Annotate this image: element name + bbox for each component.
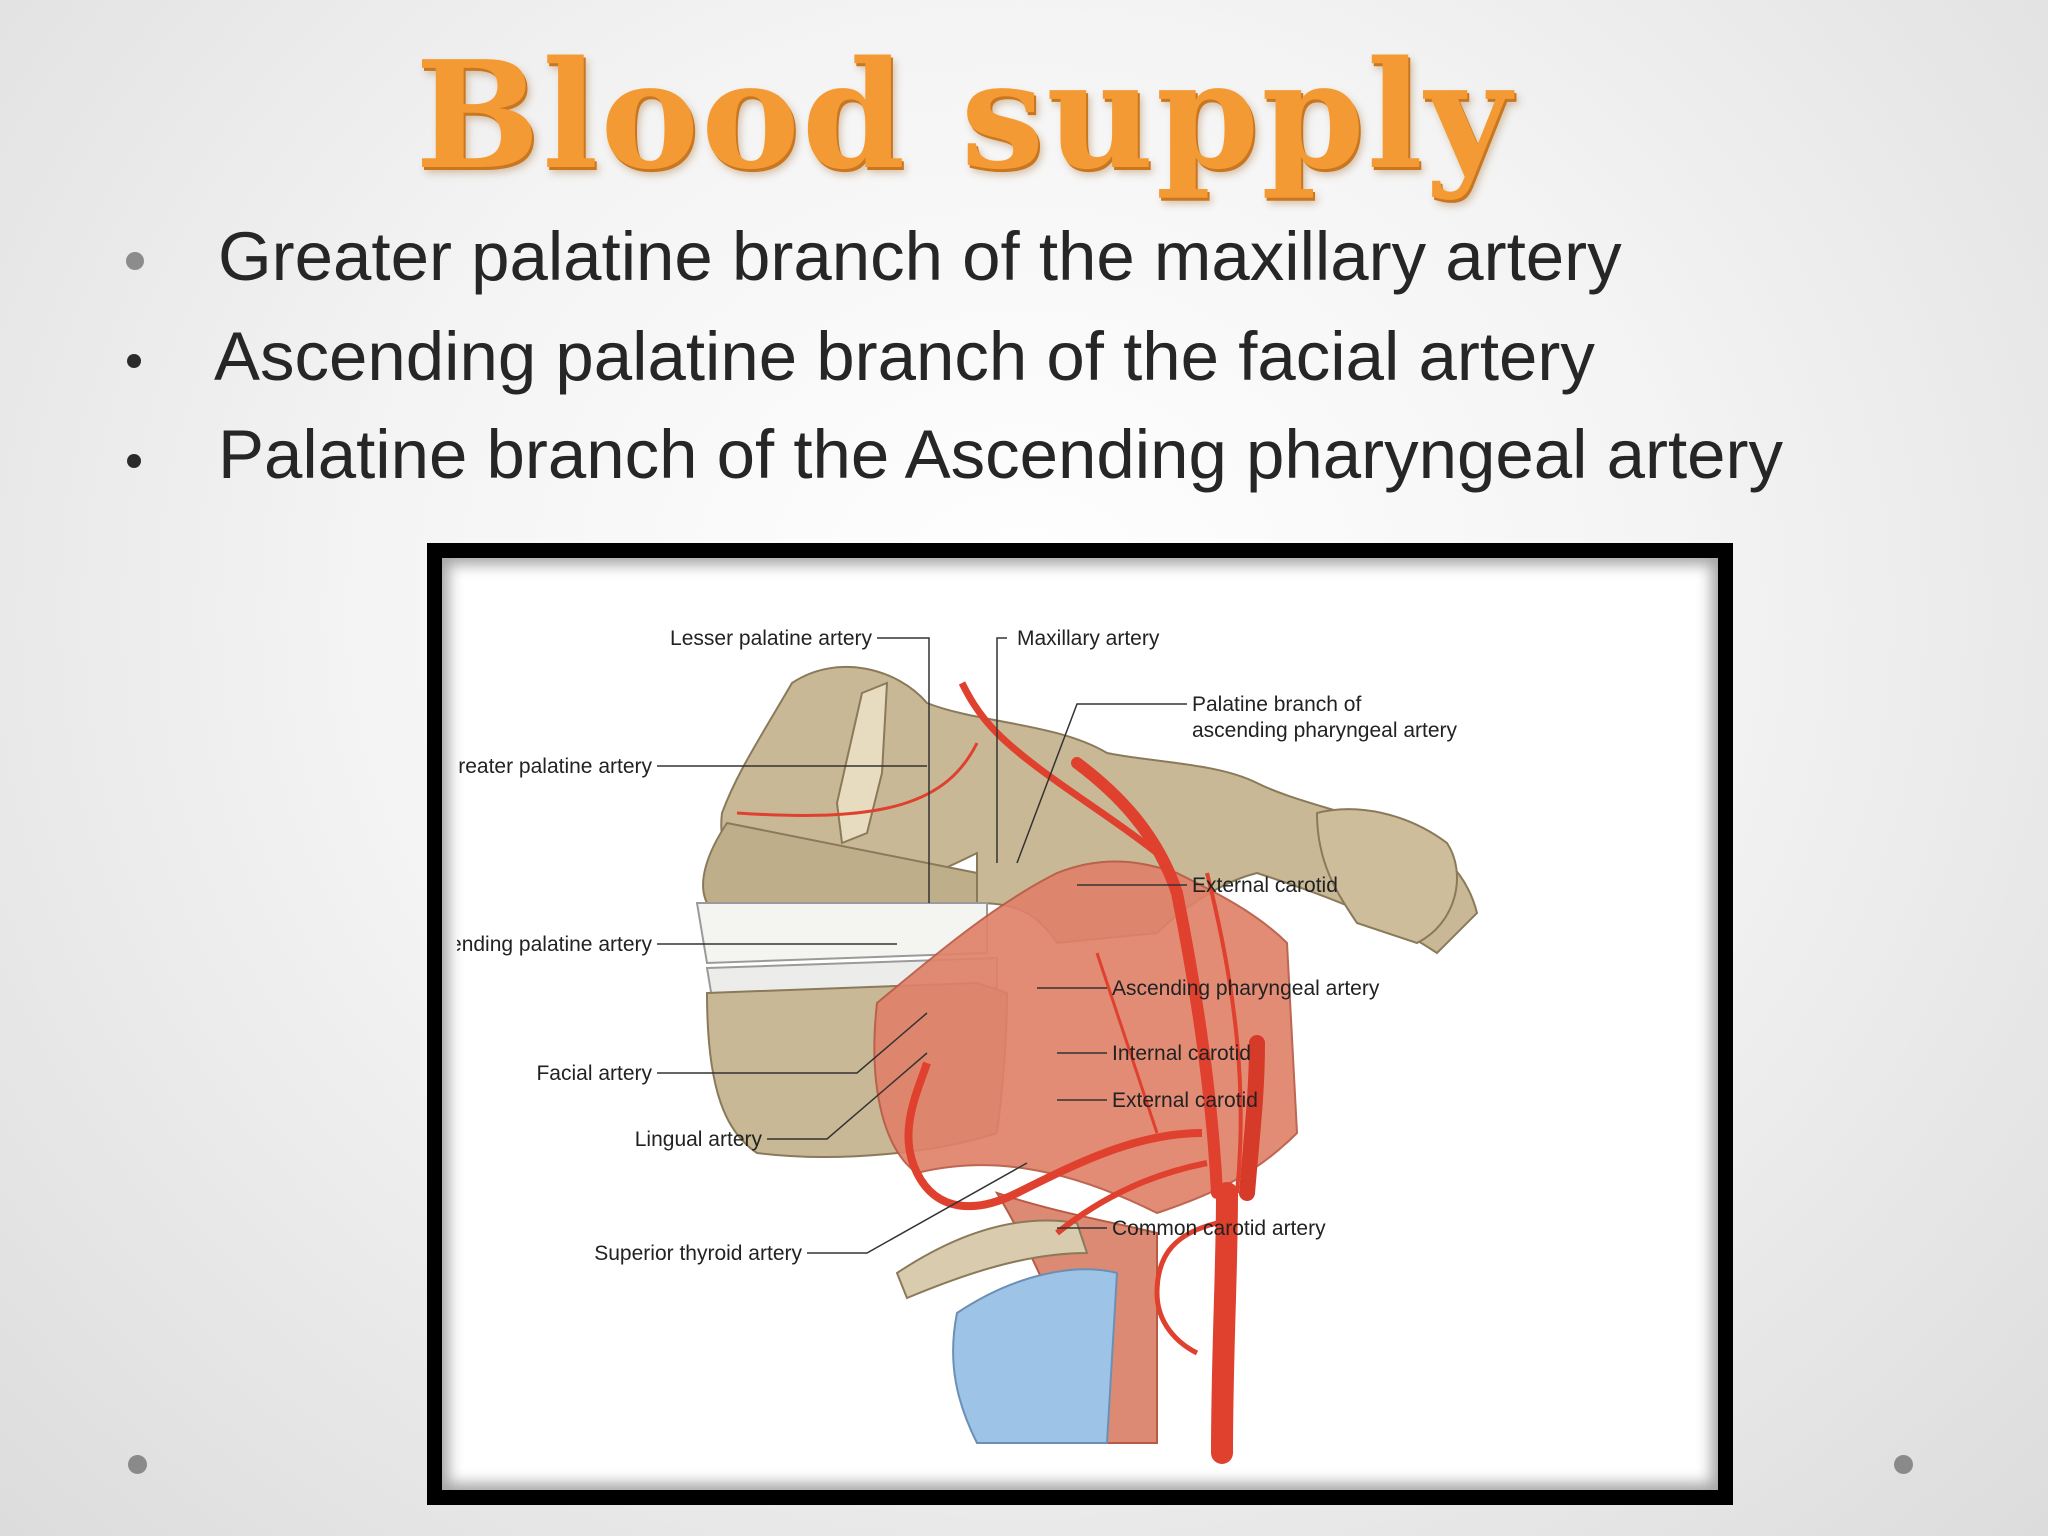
figure-frame: Lesser palatine artery Maxillary artery …: [427, 543, 1733, 1505]
ascending-pharyngeal-artery: [1205, 872, 1243, 1194]
bullet-text: Greater palatine branch of the maxillary…: [218, 218, 1622, 295]
hyoid-bone: [895, 1219, 1089, 1300]
bullet-item: Greater palatine branch of the maxillary…: [0, 212, 2048, 302]
bullet-text: Palatine branch of the Ascending pharyng…: [218, 416, 1784, 493]
label-ascending-pharyngeal-artery: Ascending pharyngeal artery: [1112, 977, 1380, 1000]
skull-bone: [835, 681, 889, 845]
slide-title: Blood supply: [415, 28, 1513, 202]
cartilage: [952, 1268, 1119, 1444]
label-ascending-palatine-artery: Ascending palatine artery: [457, 933, 652, 956]
maxillary-artery: [958, 681, 1160, 856]
common-carotid-artery: [1211, 1182, 1238, 1464]
superior-thyroid-artery: [1154, 1220, 1218, 1356]
figure-panel: Lesser palatine artery Maxillary artery …: [439, 555, 1721, 1493]
facial-artery: [904, 1061, 1203, 1211]
greater-palatine-artery: [736, 742, 979, 817]
ascending-palatine-artery: [1095, 952, 1159, 1134]
leader-lines: [657, 637, 1187, 1254]
bullet-item: Palatine branch of the Ascending pharyng…: [0, 410, 2048, 500]
anatomy-diagram: Lesser palatine artery Maxillary artery …: [457, 627, 1479, 1464]
label-palatine-branch-line2: ascending pharyngeal artery: [1192, 719, 1458, 742]
label-maxillary-artery: Maxillary artery: [1017, 627, 1160, 650]
corner-decoration-dot: [128, 1455, 147, 1474]
bullet-text: Ascending palatine branch of the facial …: [214, 318, 1595, 395]
skull-bone: [1315, 808, 1458, 945]
corner-decoration-dot: [1894, 1455, 1913, 1474]
label-lingual-artery: Lingual artery: [635, 1128, 763, 1151]
bullet-dot: [127, 454, 141, 468]
bullet-dot: [127, 354, 141, 368]
label-lesser-palatine-artery: Lesser palatine artery: [670, 627, 872, 650]
label-common-carotid-artery: Common carotid artery: [1112, 1217, 1326, 1240]
bullet-item: Ascending palatine branch of the facial …: [0, 312, 2048, 402]
internal-carotid-artery: [1239, 1035, 1265, 1201]
label-greater-palatine-artery: Greater palatine artery: [457, 755, 652, 778]
label-palatine-branch-line1: Palatine branch of: [1192, 693, 1361, 716]
label-facial-artery: Facial artery: [536, 1062, 652, 1085]
label-internal-carotid: Internal carotid: [1112, 1042, 1251, 1065]
lingual-artery: [1055, 1160, 1208, 1236]
external-carotid-artery: [1071, 757, 1223, 1199]
label-external-carotid-upper: External carotid: [1192, 874, 1338, 897]
label-superior-thyroid-artery: Superior thyroid artery: [594, 1242, 802, 1265]
bullet-dot: [126, 252, 144, 270]
label-external-carotid-lower: External carotid: [1112, 1089, 1258, 1112]
